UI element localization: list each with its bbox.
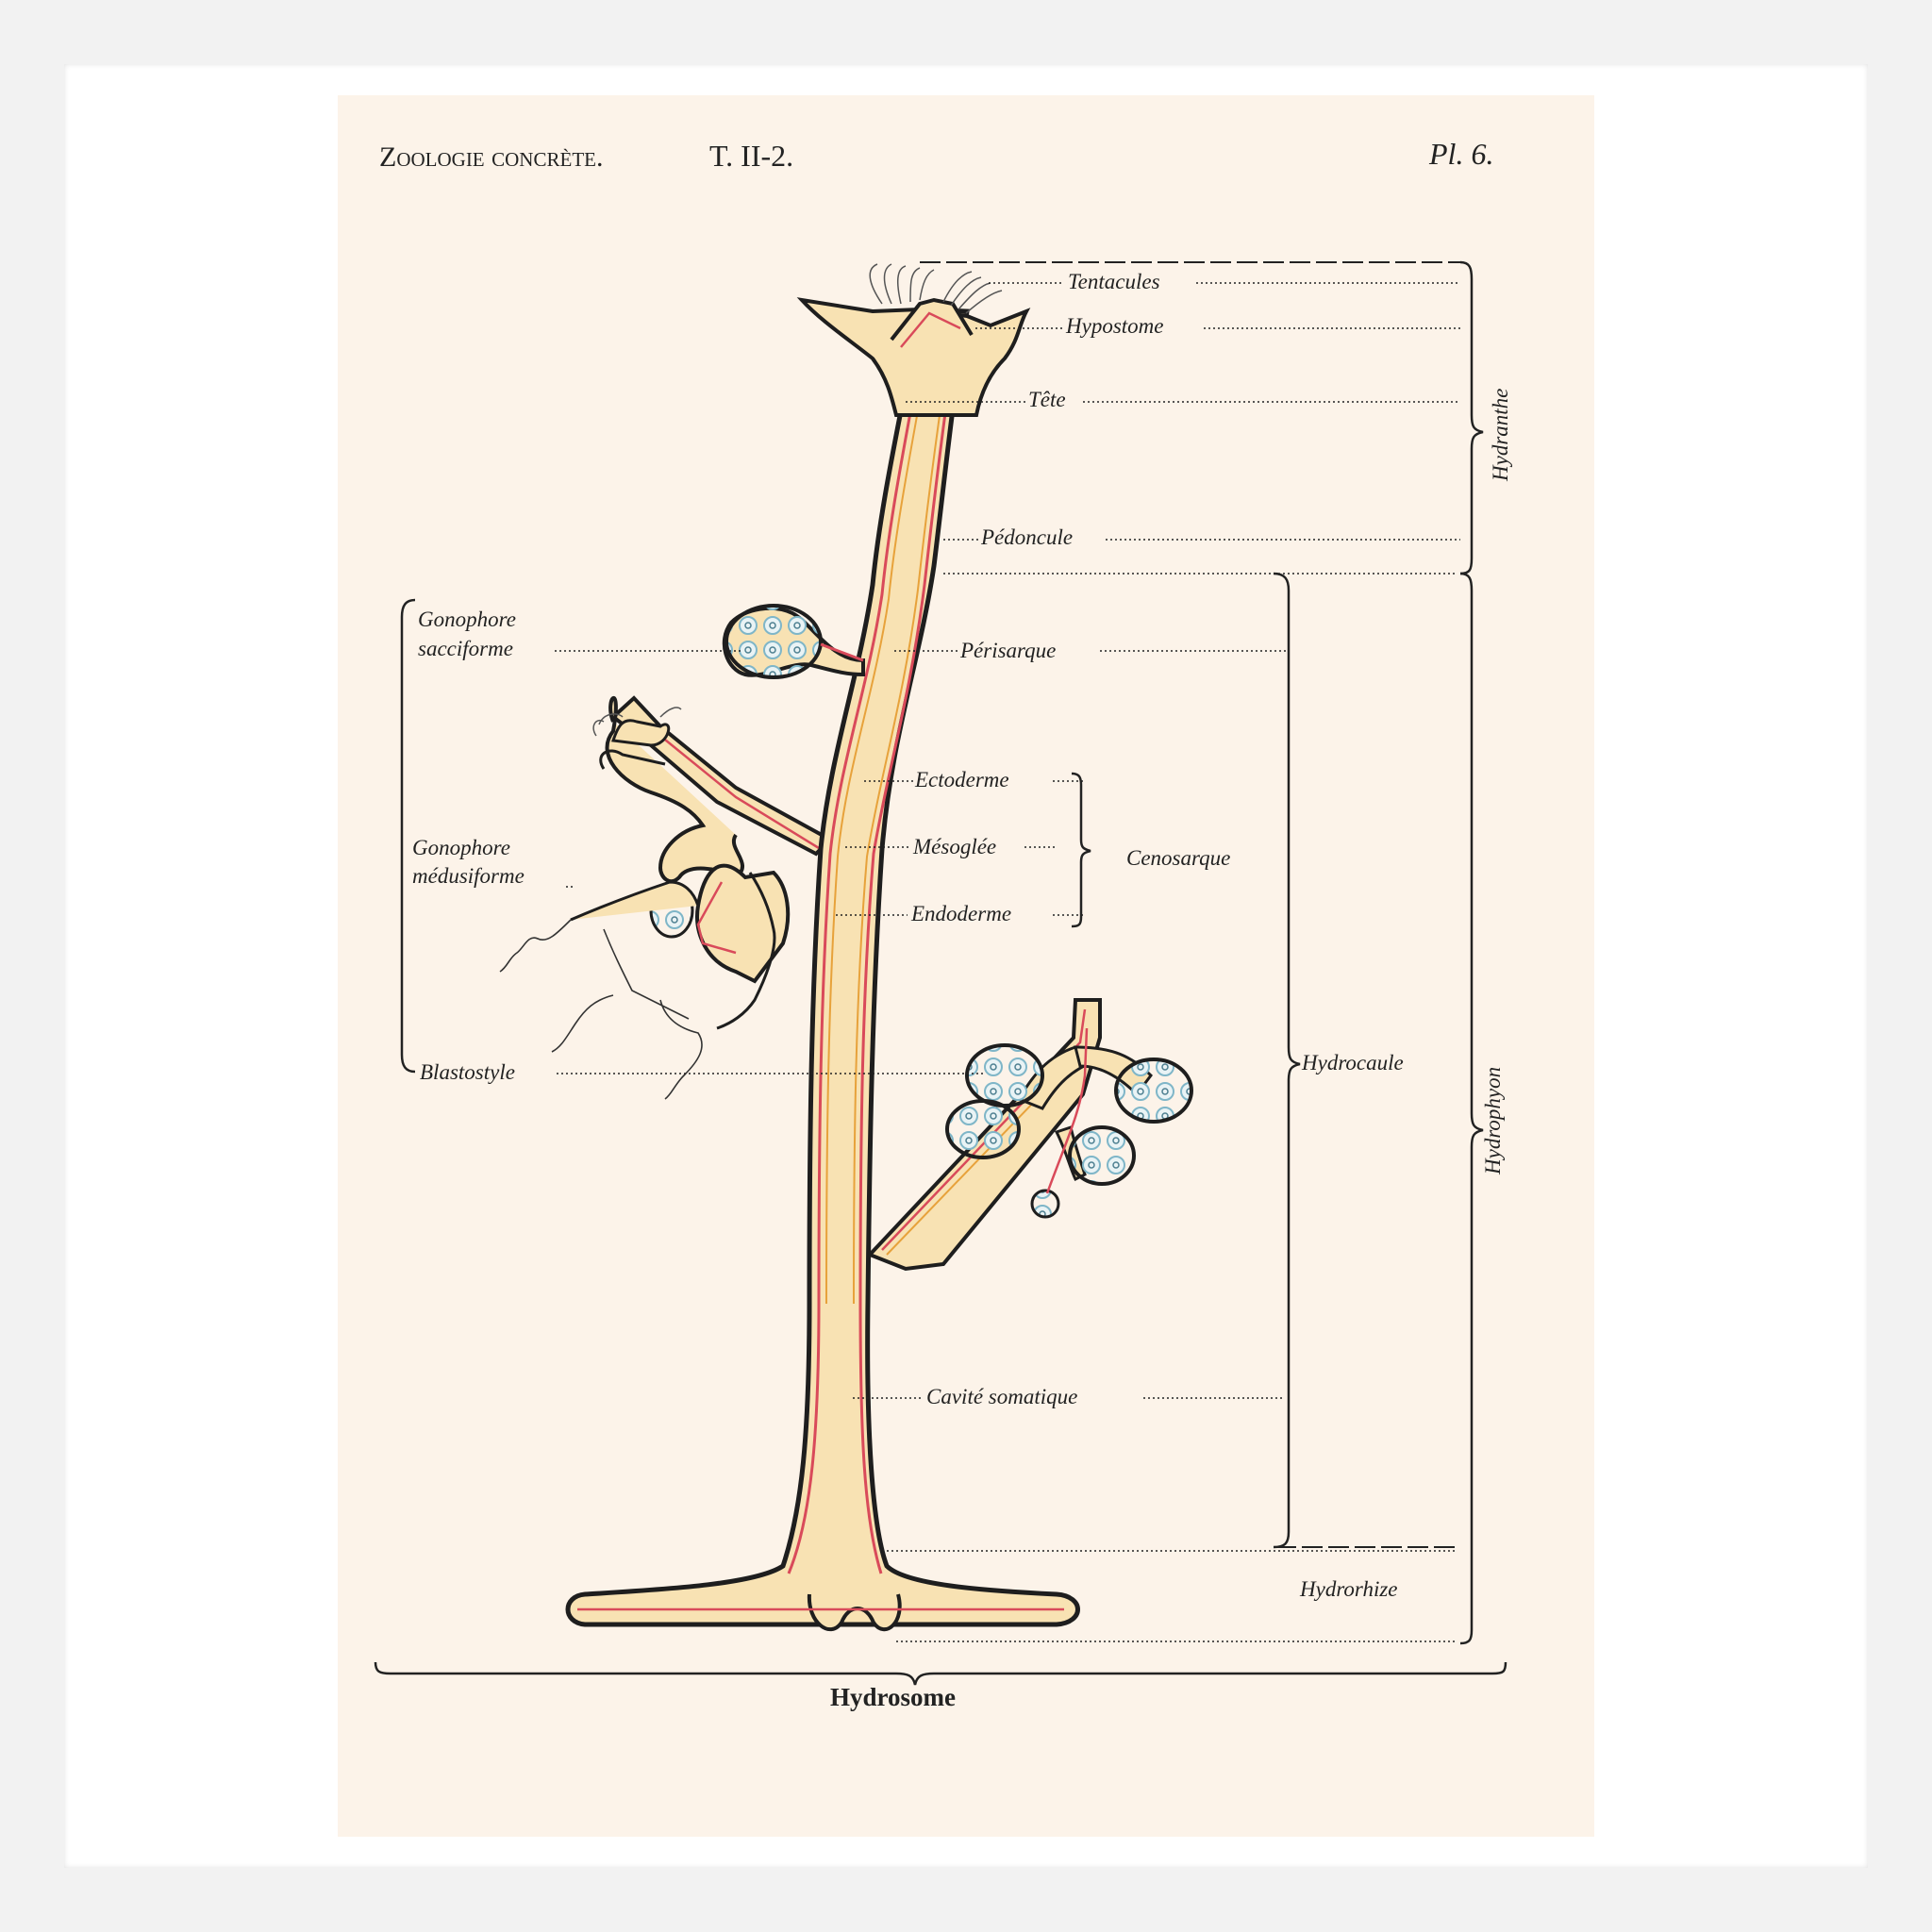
brackets (374, 260, 1507, 1686)
header-volume: T. II-2. (709, 139, 793, 173)
header-plate-number: Pl. 6. (1428, 137, 1493, 171)
label-pedoncule: Pédoncule (980, 525, 1073, 549)
label-gonophore-sacciforme-line1: Gonophore (418, 608, 516, 631)
hydroid-body (565, 297, 1102, 1632)
label-hydrorhize: Hydrorhize (1299, 1577, 1398, 1601)
label-hydrosome: Hydrosome (830, 1683, 956, 1711)
label-endoderme: Endoderme (910, 902, 1011, 925)
gonophore-medusiforme-shape (499, 695, 791, 1100)
gonophore-sacciforme-shape (722, 604, 865, 679)
label-tete: Tête (1028, 388, 1066, 411)
label-gonophore-sacciforme-line2: sacciforme (418, 637, 513, 660)
label-hypostome: Hypostome (1065, 314, 1163, 338)
label-hydrocaule: Hydrocaule (1301, 1051, 1404, 1074)
leader-lines (555, 282, 1460, 1642)
label-cavite-somatique: Cavité somatique (926, 1385, 1077, 1408)
tentacles (869, 263, 1003, 314)
label-tentacules: Tentacules (1068, 270, 1160, 293)
label-hydrophyon: Hydrophyon (1481, 1067, 1505, 1175)
hypostome-shape (890, 297, 974, 341)
label-gonophore-medusiforme-line1: Gonophore (412, 836, 510, 859)
label-mesoglee: Mésoglée (912, 835, 996, 858)
label-gonophore-medusiforme-line2: médusiforme (412, 864, 525, 888)
label-perisarque: Périsarque (959, 639, 1056, 662)
header-title: Zoologie concrète. (379, 142, 603, 173)
label-blastostyle: Blastostyle (420, 1060, 515, 1084)
hydranth-head (796, 297, 1031, 417)
label-ectoderme: Ectoderme (914, 768, 1009, 791)
label-cenosarque: Cenosarque (1126, 846, 1230, 870)
label-hydranthe: Hydranthe (1489, 389, 1512, 482)
blastostyle-shape (945, 1027, 1193, 1219)
